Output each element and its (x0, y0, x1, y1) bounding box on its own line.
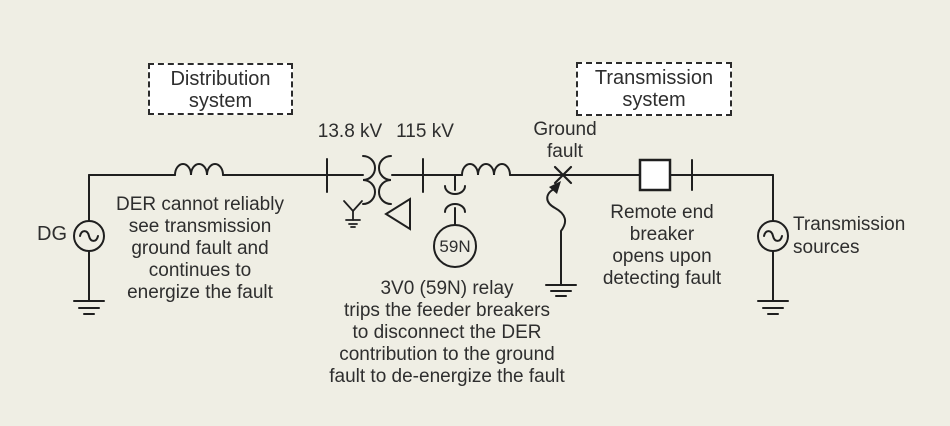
transformer-icon (362, 155, 392, 205)
distribution-system-box: Distribution system (148, 63, 293, 115)
dg-label: DG (37, 223, 67, 245)
sine-wave-icon (79, 230, 99, 242)
relay-annotation: 3V0 (59N) relay trips the feeder breaker… (329, 278, 565, 387)
remote-breaker-annotation: Remote end breaker opens upon detecting … (602, 202, 722, 289)
delta-icon (384, 197, 411, 231)
transmission-system-label-2: system (622, 89, 686, 111)
voltage-label-115kv: 115 kV (396, 121, 454, 142)
distribution-system-label-2: system (188, 90, 253, 112)
line-inductor-icon (461, 163, 511, 176)
voltage-label-13-8kv: 13.8 kV (317, 121, 383, 142)
ground-icon (757, 300, 789, 315)
fault-current-arrow (545, 181, 577, 297)
relay-59n-label: 59N (439, 237, 471, 256)
relay-circle (433, 224, 477, 268)
dg-generator-symbol (73, 174, 105, 315)
distribution-system-label-1: Distribution (170, 68, 271, 90)
transmission-system-box: Transmission system (576, 62, 732, 116)
ground-icon (545, 284, 577, 297)
sine-wave-icon (763, 230, 783, 242)
wye-ground-icon (343, 200, 363, 228)
der-annotation: DER cannot reliably see transmission gro… (116, 194, 284, 303)
pt-tap-icon (444, 174, 466, 226)
transmission-sources-label: Transmission sources (793, 214, 906, 258)
ground-fault-label: Ground fault (533, 119, 597, 162)
feeder-inductor-icon (174, 163, 224, 176)
ground-fault-x-icon (553, 165, 573, 185)
ground-icon (73, 300, 105, 315)
remote-breaker-square (638, 158, 672, 192)
transmission-source-symbol (757, 174, 789, 315)
transmission-system-label-1: Transmission (594, 67, 714, 89)
arrowhead-icon (549, 181, 561, 194)
